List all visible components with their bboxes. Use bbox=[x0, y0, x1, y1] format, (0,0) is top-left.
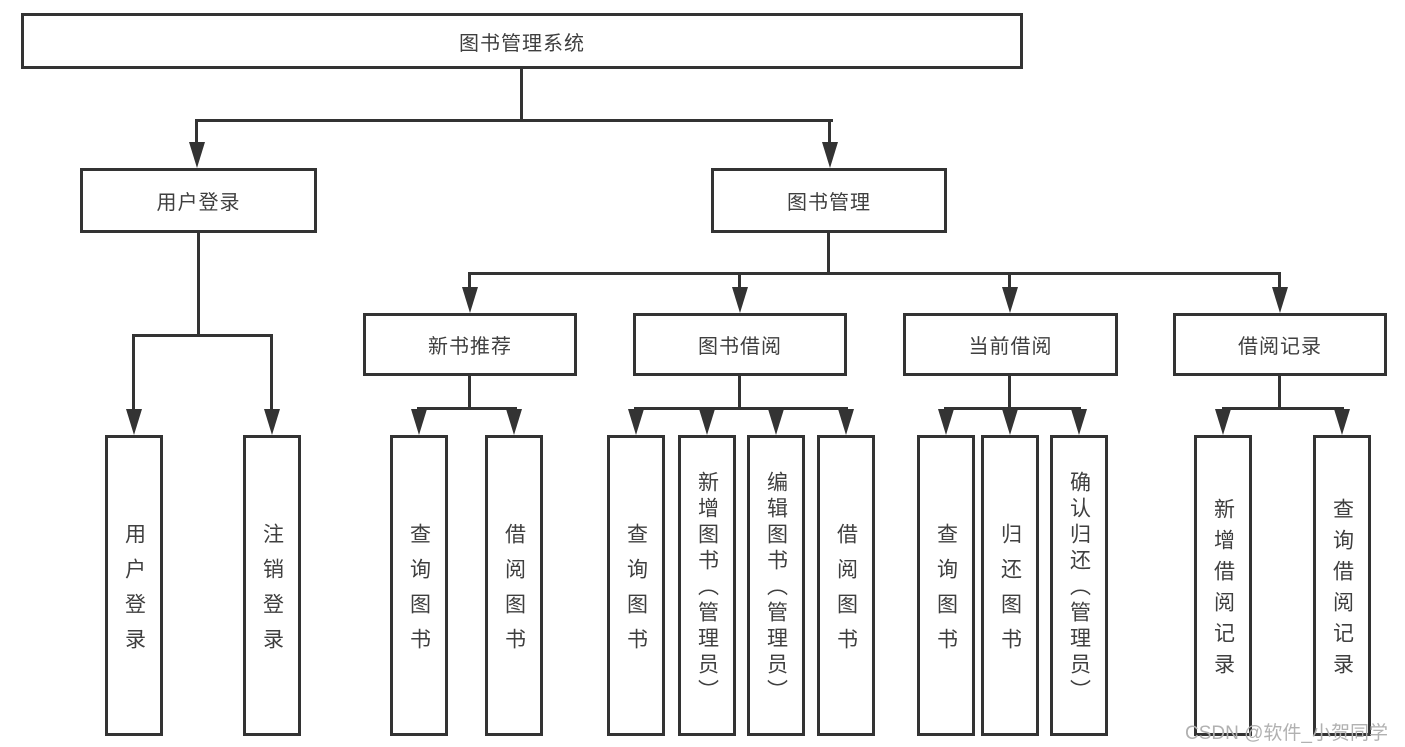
connector-hline bbox=[132, 334, 273, 337]
connector-vline bbox=[738, 374, 741, 409]
connector-vline bbox=[1008, 272, 1011, 289]
connector-hline bbox=[1222, 407, 1344, 410]
connector-vline bbox=[738, 272, 741, 289]
node-borrow-record-label: 借阅记录 bbox=[1238, 336, 1322, 358]
node-bb-borrow-book: 借阅图书 bbox=[817, 435, 875, 736]
arrow-down-icon bbox=[732, 287, 748, 313]
connector-vline bbox=[1278, 272, 1281, 289]
node-br-query-record: 查询借阅记录 bbox=[1313, 435, 1371, 736]
node-br-add-record-label: 新增借阅记录 bbox=[1211, 497, 1235, 684]
connector-hline bbox=[944, 407, 1081, 410]
node-book-borrow: 图书借阅 bbox=[633, 313, 847, 376]
node-rec-borrow-book-label: 借阅图书 bbox=[502, 522, 526, 663]
arrow-down-icon bbox=[1272, 287, 1288, 313]
node-bb-edit-book: 编辑图书（管理员） bbox=[747, 435, 805, 736]
node-root: 图书管理系统 bbox=[21, 13, 1023, 69]
arrow-down-icon bbox=[1071, 409, 1087, 435]
node-current-borrow-label: 当前借阅 bbox=[968, 336, 1053, 358]
arrow-down-icon bbox=[822, 142, 838, 168]
arrow-down-icon bbox=[628, 409, 644, 435]
connector-vline bbox=[468, 272, 471, 289]
node-book-mgmt-label: 图书管理 bbox=[787, 192, 871, 214]
node-cb-query-book: 查询图书 bbox=[917, 435, 975, 736]
node-rec-query-book-label: 查询图书 bbox=[407, 522, 431, 663]
csdn-watermark: CSDN @软件_小贺同学 bbox=[1185, 723, 1388, 744]
node-leaf-user-login: 用户登录 bbox=[105, 435, 163, 736]
arrow-down-icon bbox=[411, 409, 427, 435]
connector-vline bbox=[197, 231, 200, 336]
connector-hline bbox=[468, 272, 1281, 275]
connector-hline bbox=[417, 407, 517, 410]
arrow-down-icon bbox=[1215, 409, 1231, 435]
arrow-down-icon bbox=[462, 287, 478, 313]
node-new-book-rec-label: 新书推荐 bbox=[428, 336, 512, 358]
node-leaf-logout: 注销登录 bbox=[243, 435, 301, 736]
node-bb-borrow-book-label: 借阅图书 bbox=[834, 522, 858, 663]
connector-vline bbox=[520, 67, 523, 121]
node-user-login-label: 用户登录 bbox=[156, 192, 241, 214]
node-bb-add-book: 新增图书（管理员） bbox=[678, 435, 736, 736]
arrow-down-icon bbox=[768, 409, 784, 435]
node-leaf-user-login-label: 用户登录 bbox=[122, 522, 146, 663]
arrow-down-icon bbox=[838, 409, 854, 435]
node-bb-add-book-label: 新增图书（管理员） bbox=[695, 471, 719, 705]
connector-vline bbox=[468, 374, 471, 409]
connector-vline bbox=[1278, 374, 1281, 409]
connector-vline bbox=[827, 231, 830, 274]
connector-vline bbox=[1008, 374, 1011, 409]
node-cb-query-book-label: 查询图书 bbox=[934, 522, 958, 663]
node-bb-edit-book-label: 编辑图书（管理员） bbox=[764, 471, 788, 705]
node-borrow-record: 借阅记录 bbox=[1173, 313, 1387, 376]
node-root-label: 图书管理系统 bbox=[459, 32, 585, 55]
connector-vline bbox=[132, 334, 135, 412]
node-bb-query-book-label: 查询图书 bbox=[624, 522, 648, 663]
arrow-down-icon bbox=[506, 409, 522, 435]
node-current-borrow: 当前借阅 bbox=[903, 313, 1118, 376]
node-rec-query-book: 查询图书 bbox=[390, 435, 448, 736]
arrow-down-icon bbox=[1002, 409, 1018, 435]
node-br-add-record: 新增借阅记录 bbox=[1194, 435, 1252, 736]
node-book-mgmt: 图书管理 bbox=[711, 168, 947, 233]
node-new-book-rec: 新书推荐 bbox=[363, 313, 577, 376]
node-book-borrow-label: 图书借阅 bbox=[698, 336, 782, 358]
connector-hline bbox=[634, 407, 848, 410]
arrow-down-icon bbox=[699, 409, 715, 435]
connector-vline bbox=[195, 119, 198, 145]
arrow-down-icon bbox=[938, 409, 954, 435]
node-br-query-record-label: 查询借阅记录 bbox=[1330, 497, 1354, 684]
node-cb-confirm-return-label: 确认归还（管理员） bbox=[1067, 471, 1091, 705]
arrow-down-icon bbox=[264, 409, 280, 435]
arrow-down-icon bbox=[126, 409, 142, 435]
connector-vline bbox=[828, 119, 831, 145]
arrow-down-icon bbox=[1002, 287, 1018, 313]
node-cb-return-book-label: 归还图书 bbox=[998, 522, 1022, 663]
node-rec-borrow-book: 借阅图书 bbox=[485, 435, 543, 736]
connector-hline bbox=[196, 119, 833, 122]
node-leaf-logout-label: 注销登录 bbox=[260, 522, 284, 663]
node-user-login: 用户登录 bbox=[80, 168, 317, 233]
node-cb-confirm-return: 确认归还（管理员） bbox=[1050, 435, 1108, 736]
node-bb-query-book: 查询图书 bbox=[607, 435, 665, 736]
connector-vline bbox=[270, 334, 273, 412]
node-cb-return-book: 归还图书 bbox=[981, 435, 1039, 736]
arrow-down-icon bbox=[1334, 409, 1350, 435]
arrow-down-icon bbox=[189, 142, 205, 168]
